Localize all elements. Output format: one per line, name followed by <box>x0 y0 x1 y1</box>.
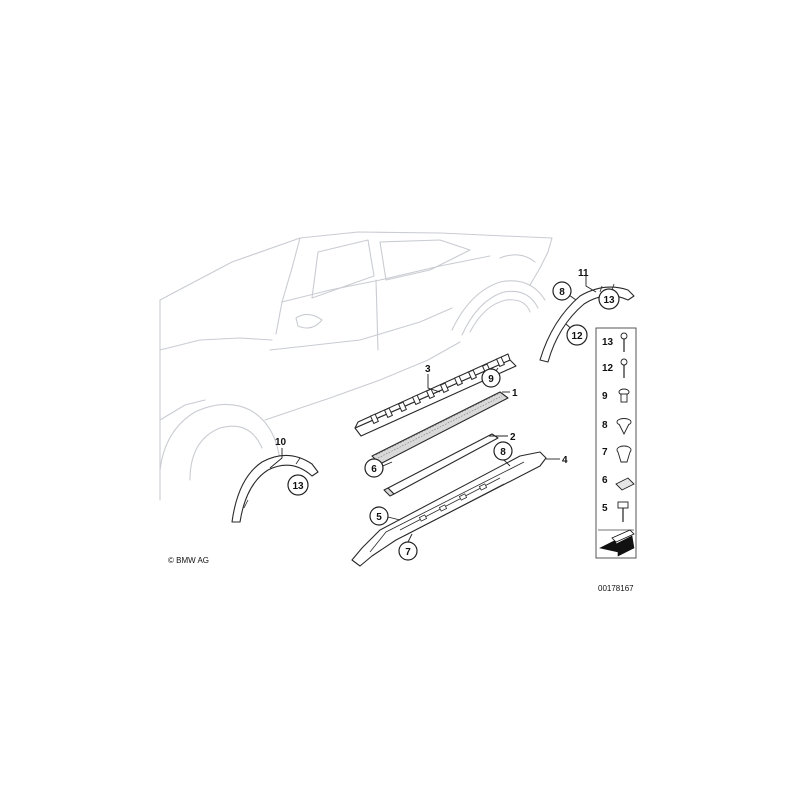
legend-label-7: 7 <box>602 447 608 458</box>
adhesive-pad-icon <box>615 477 635 491</box>
push-clip-icon <box>616 445 632 463</box>
part-2-flat-strip <box>383 433 499 497</box>
part-11-rear-arch-trim <box>539 283 635 363</box>
bolt-long-icon <box>620 332 628 352</box>
screw-icon <box>620 358 628 378</box>
expanding-rivet-icon <box>616 418 632 436</box>
part-3-rail-with-clips <box>354 353 517 437</box>
part-4-sill-cover <box>351 451 547 567</box>
legend-label-13: 13 <box>602 337 614 348</box>
vehicle-ghost-outline <box>159 231 553 501</box>
callout-11: 11 <box>578 268 589 279</box>
callout-circle-6 <box>364 458 384 478</box>
callout-2: 2 <box>510 432 516 443</box>
legend-label-9: 9 <box>602 391 608 402</box>
callout-7: 7 <box>405 547 411 558</box>
legend-label-5: 5 <box>602 503 608 514</box>
callout-circle-7 <box>398 541 418 561</box>
callout-6: 6 <box>371 464 377 475</box>
callout-circle-8-sill <box>493 441 513 461</box>
callout-circle-5 <box>369 506 389 526</box>
callouts: 3 1 2 4 10 11 9 6 8 5 7 13 8 12 13 <box>275 268 620 561</box>
callout-8-sill: 8 <box>500 447 506 458</box>
legend-label-6: 6 <box>602 475 608 486</box>
fastener-legend: 13 12 9 8 7 6 5 <box>595 327 637 559</box>
drawing-id: 00178167 <box>598 584 634 593</box>
copyright-label: © BMW AG <box>168 556 210 565</box>
callout-1: 1 <box>512 388 518 399</box>
callout-12: 12 <box>571 331 583 342</box>
part-10-front-arch-trim <box>231 454 319 523</box>
callout-circle-8-rear <box>552 281 572 301</box>
plug-clip-icon <box>618 388 630 403</box>
callout-circle-12 <box>566 324 588 346</box>
callout-13-front: 13 <box>292 481 304 492</box>
callout-5: 5 <box>376 512 382 523</box>
callout-3: 3 <box>425 364 431 375</box>
callout-circle-9 <box>481 368 501 388</box>
callout-8-rear: 8 <box>559 287 565 298</box>
callout-9: 9 <box>488 374 494 385</box>
legend-label-12: 12 <box>602 363 614 374</box>
orientation-arrow-icon <box>599 529 635 557</box>
legend-label-8: 8 <box>602 420 608 431</box>
callout-13-rear: 13 <box>603 295 615 306</box>
callout-circle-13-front <box>287 474 309 496</box>
legend-frame <box>595 327 637 559</box>
hex-bolt-icon <box>617 501 629 522</box>
callout-circle-13-rear <box>598 288 620 310</box>
callout-4: 4 <box>562 455 568 466</box>
callout-10: 10 <box>275 437 287 448</box>
part-1-step-plate <box>371 391 509 465</box>
